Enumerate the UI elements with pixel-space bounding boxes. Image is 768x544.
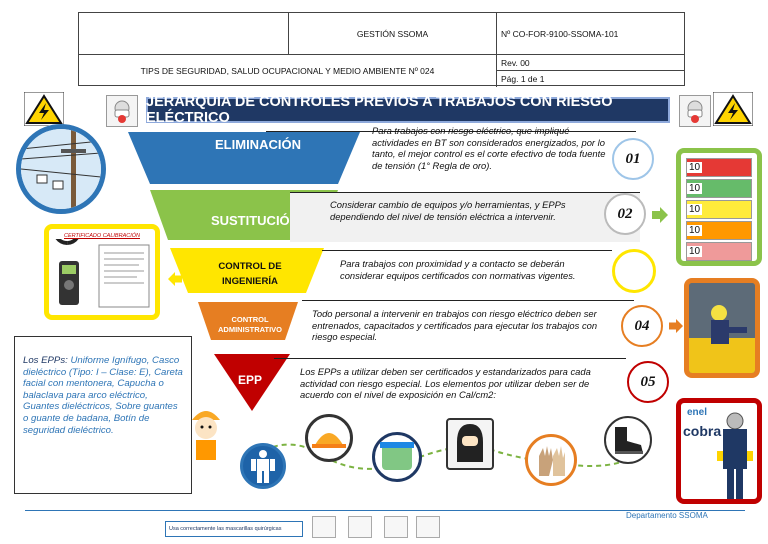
mask-icon [416,516,440,538]
warning-electric-icon [713,92,753,126]
company-worker-photo: enel cobra [676,398,762,504]
certificate-box: CERTIFICADO CALIBRACIÓN [44,217,160,320]
level-label-eliminacion: ELIMINACIÓN [215,136,301,152]
row-divider [274,358,626,359]
footer-rule [25,510,745,511]
level-text-eliminacion: Para trabajos con riesgo eléctrico, que … [372,125,606,171]
header-logo-cell [79,13,289,55]
arrow-left-icon [168,272,182,286]
gloves-icon [525,434,577,486]
level-label-epp: EPP [237,373,262,387]
epp-list-box: Los EPPs: Uniforme Ignífugo, Casco dielé… [14,336,192,494]
page-title: JERARQUIA DE CONTROLES PREVIOS A TRABAJO… [146,94,670,126]
epp-list-text: Los EPPs: Uniforme Ignífugo, Casco dielé… [23,355,183,436]
level-number-03 [612,249,656,293]
worker-photo [684,278,760,378]
tag-yellow: 10 [686,200,752,219]
header-code: Nº CO-FOR-9100-SSOMA-101 [497,13,684,55]
level-label-sustitucion: SUSTITUCIÓN [210,212,300,228]
cobra-logo: cobra [683,423,722,439]
level-text-epp: Los EPPs a utilizar deben ser certificad… [300,366,591,400]
level-number-04: 04 [621,305,663,347]
level-text-sustitucion: Considerar cambio de equipos y/o herrami… [330,199,566,222]
tag-green: 10 [686,179,752,198]
warning-electric-icon [24,92,64,126]
face-shield-icon [372,432,422,482]
funnel-administrativo [198,302,298,340]
certificate-label: CERTIFICADO CALIBRACIÓN [64,233,140,239]
row-divider [322,250,612,251]
level-label-ingenieria: CONTROL DE INGENIERÍA [218,261,282,287]
boot-icon [604,416,652,464]
tag-red: 10 [686,158,752,177]
level-text-administrativo: Todo personal a intervenir en trabajos c… [312,308,598,342]
row-band [290,192,640,242]
mask-icon [348,516,372,538]
arrow-right-icon [669,319,683,333]
tag-orange: 10 [686,221,752,240]
header-page: Pág. 1 de 1 [501,74,545,84]
enel-logo: enel [687,407,708,418]
utility-pole-photo [16,124,106,214]
arrow-right-icon [652,207,668,223]
footer-note: Usa correctamente las mascarillas quirúr… [165,521,303,537]
mask-icon [679,95,711,127]
tag-pink: 10 [686,242,752,261]
clamp-meter-image [53,217,150,308]
header-subtitle: TIPS DE SEGURIDAD, SALUD OCUPACIONAL Y M… [79,55,497,87]
mask-icon [106,95,138,127]
row-divider [266,131,636,132]
tag-box: 10 10 10 10 10 [676,148,762,266]
helmet-icon [305,414,353,462]
funnel-epp [214,354,290,411]
mask-icon [312,516,336,538]
suit-icon [240,443,286,489]
funnel-eliminacion [128,132,360,184]
funnel-ingenieria [170,248,324,293]
header-system: GESTIÓN SSOMA [289,13,497,55]
balaclava-icon [446,418,494,470]
level-number-05: 05 [627,361,669,403]
row-divider [302,300,634,301]
worker-avatar [192,411,220,460]
header-rev: Rev. 00 [497,55,684,71]
level-text-ingenieria: Para trabajos con proximidad y a contact… [340,258,576,281]
level-number-01: 01 [612,138,654,180]
level-label-administrativo: CONTROL ADMINISTRATIVO [217,315,283,334]
header-table: GESTIÓN SSOMA Nº CO-FOR-9100-SSOMA-101 T… [78,12,685,87]
mask-icon [384,516,408,538]
level-number-02: 02 [604,193,646,235]
footer-department: Departamento SSOMA [626,511,708,520]
